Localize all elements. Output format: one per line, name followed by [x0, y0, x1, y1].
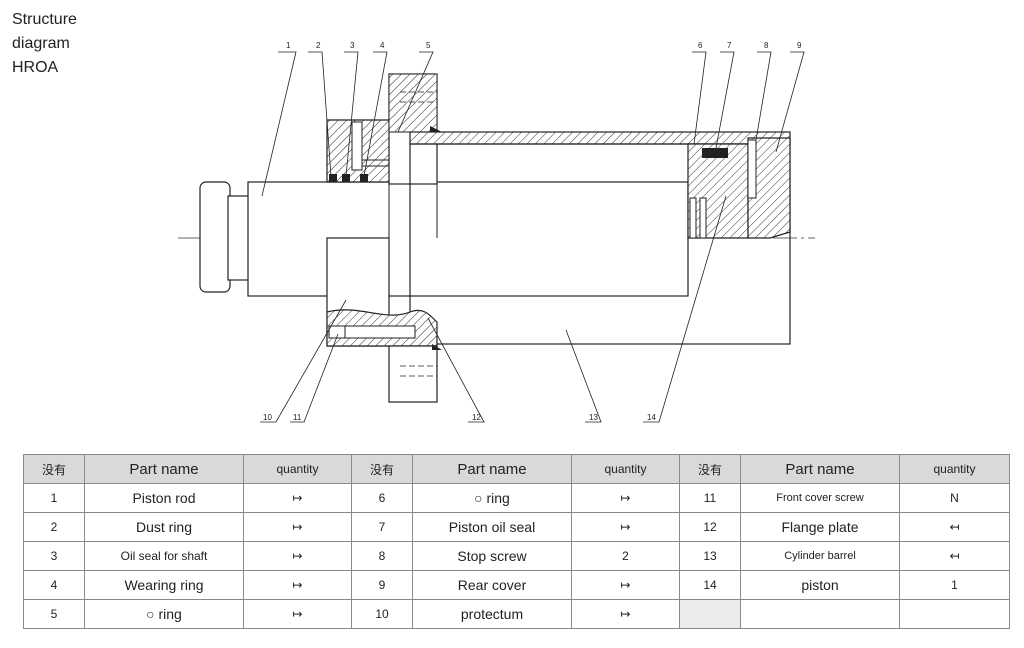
callout-5: 5	[426, 41, 431, 50]
header-qty: quantity	[243, 454, 352, 484]
part-name: Flange plate	[740, 512, 900, 542]
header-name: Part name	[740, 454, 900, 484]
header-no: 没有	[23, 454, 85, 484]
callout-8: 8	[764, 41, 769, 50]
part-qty: ↦	[243, 541, 352, 571]
part-name: Cylinder barrel	[740, 541, 900, 571]
rod-end-neck	[227, 195, 251, 281]
seal-groove-3	[360, 174, 368, 182]
part-name: Piston oil seal	[412, 512, 572, 542]
part-no: 10	[351, 599, 413, 629]
part-no: 6	[351, 483, 413, 513]
header-name: Part name	[84, 454, 244, 484]
seal-groove-2	[342, 174, 350, 182]
part-qty: ↦	[243, 483, 352, 513]
part-qty: ↦	[571, 599, 680, 629]
title-line-3: HROA	[12, 59, 59, 76]
part-qty: 1	[899, 570, 1010, 600]
callout-6: 6	[698, 41, 703, 50]
table-row: 2 Dust ring ↦ 7 Piston oil seal ↦ 12 Fla…	[23, 512, 1010, 542]
callout-12: 12	[472, 413, 481, 422]
seal-groove-1	[329, 174, 337, 182]
part-qty: ↤	[899, 541, 1010, 571]
part-no: 5	[23, 599, 85, 629]
part-name	[740, 599, 900, 629]
flange-plate-lower	[388, 345, 438, 403]
callout-10: 10	[263, 413, 272, 422]
part-qty: ↦	[571, 483, 680, 513]
cylinder-barrel	[409, 143, 791, 345]
piston-o-ring	[689, 197, 697, 239]
part-no: 11	[679, 483, 741, 513]
part-qty: ↦	[571, 512, 680, 542]
callout-1: 1	[286, 41, 291, 50]
callout-7: 7	[727, 41, 732, 50]
part-qty: ↦	[571, 570, 680, 600]
part-no: 8	[351, 541, 413, 571]
part-qty: ↦	[243, 512, 352, 542]
part-name: protectum	[412, 599, 572, 629]
screw-hole	[351, 121, 363, 171]
rod-end-knob	[199, 181, 231, 293]
part-qty: 2	[571, 541, 680, 571]
title-line-1: Structure	[12, 11, 77, 28]
callout-2: 2	[316, 41, 321, 50]
part-name: ○ ring	[84, 599, 244, 629]
part-qty: ↦	[243, 570, 352, 600]
part-no	[679, 599, 741, 629]
part-no: 12	[679, 512, 741, 542]
diagram-title: Structure diagram HROA	[12, 8, 77, 80]
callout-9: 9	[797, 41, 802, 50]
table-row: 3 Oil seal for shaft ↦ 8 Stop screw 2 13…	[23, 541, 1010, 571]
table-header-row: 没有 Part name quantity 没有 Part name quant…	[23, 454, 1010, 484]
part-qty	[899, 599, 1010, 629]
part-no: 1	[23, 483, 85, 513]
part-no: 3	[23, 541, 85, 571]
header-no: 没有	[679, 454, 741, 484]
part-qty: ↦	[243, 599, 352, 629]
piston-oil-seal	[702, 148, 728, 158]
part-no: 13	[679, 541, 741, 571]
table-row: 5 ○ ring ↦ 10 protectum ↦	[23, 599, 1010, 629]
cylinder-barrel-wall	[409, 131, 791, 145]
header-name: Part name	[412, 454, 572, 484]
part-name: Oil seal for shaft	[84, 541, 244, 571]
part-qty: ↤	[899, 512, 1010, 542]
part-no: 7	[351, 512, 413, 542]
part-name: Front cover screw	[740, 483, 900, 513]
table-row: 4 Wearing ring ↦ 9 Rear cover ↦ 14 pisto…	[23, 570, 1010, 600]
part-no: 9	[351, 570, 413, 600]
callout-14: 14	[647, 413, 656, 422]
callout-13: 13	[589, 413, 598, 422]
header-qty: quantity	[571, 454, 680, 484]
part-name: Rear cover	[412, 570, 572, 600]
parts-table: 没有 Part name quantity 没有 Part name quant…	[23, 454, 1010, 629]
part-name: Piston rod	[84, 483, 244, 513]
part-name: Wearing ring	[84, 570, 244, 600]
part-name: Stop screw	[412, 541, 572, 571]
part-no: 2	[23, 512, 85, 542]
callout-4: 4	[380, 41, 385, 50]
cylinder-structure-diagram: 1 2 3 4 5 6 7 8 9 10 11 12 13 14	[178, 41, 815, 423]
table-row: 1 Piston rod ↦ 6 ○ ring ↦ 11 Front cover…	[23, 483, 1010, 513]
part-no: 4	[23, 570, 85, 600]
part-name: Dust ring	[84, 512, 244, 542]
callout-11: 11	[293, 413, 302, 422]
part-name: ○ ring	[412, 483, 572, 513]
header-no: 没有	[351, 454, 413, 484]
piston-rod	[247, 181, 689, 297]
part-no: 14	[679, 570, 741, 600]
header-qty: quantity	[899, 454, 1010, 484]
callout-3: 3	[350, 41, 355, 50]
title-line-2: diagram	[12, 35, 70, 52]
part-qty: N	[899, 483, 1010, 513]
part-name: piston	[740, 570, 900, 600]
rear-cover	[747, 137, 791, 239]
